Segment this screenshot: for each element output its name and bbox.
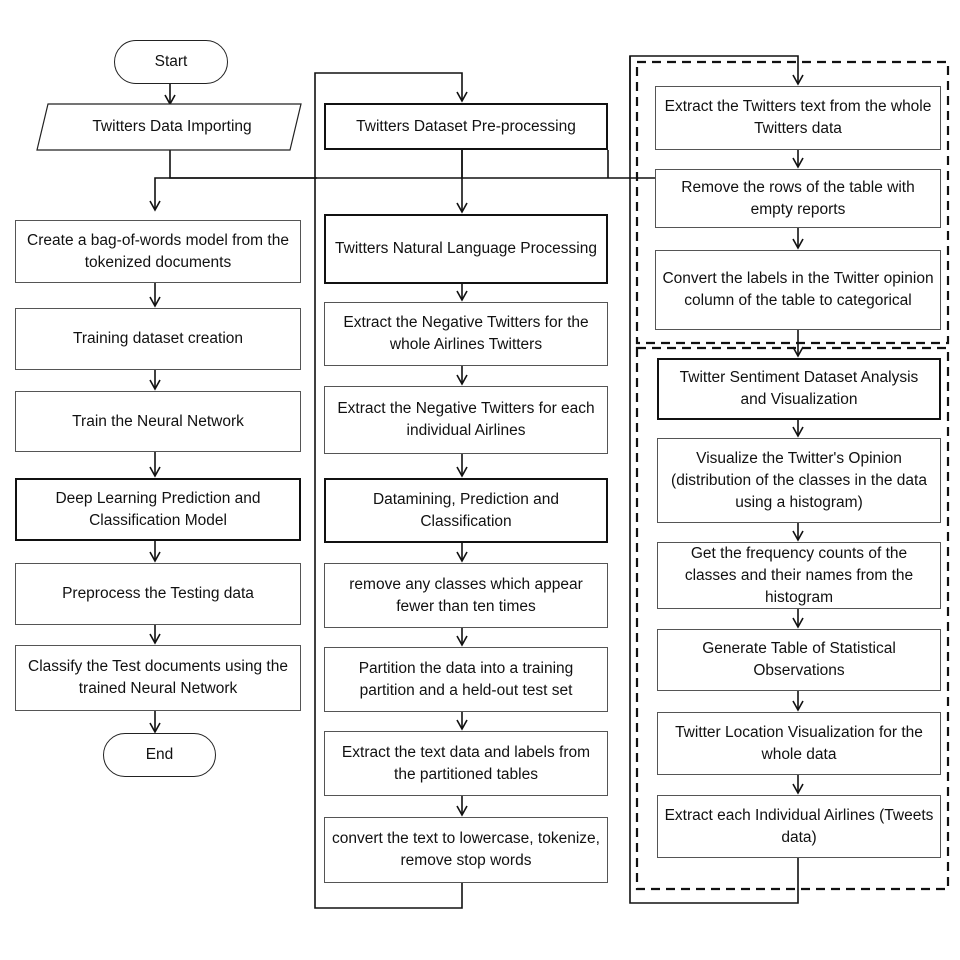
datamining-box: Datamining, Prediction and Classificatio… (324, 478, 608, 543)
convert-lowercase-box: convert the text to lowercase, tokenize,… (324, 817, 608, 883)
extract-text-box: Extract the Twitters text from the whole… (655, 86, 941, 150)
data-importing-shape (36, 103, 302, 151)
nlp-box: Twitters Natural Language Processing (324, 214, 608, 284)
convert-labels-box: Convert the labels in the Twitter opinio… (655, 250, 941, 330)
training-creation-box: Training dataset creation (15, 308, 301, 370)
start-terminator: Start (114, 40, 228, 84)
classify-test-box: Classify the Test documents using the tr… (15, 645, 301, 711)
start-label: Start (154, 53, 188, 70)
preprocessing-box: Twitters Dataset Pre-processing (324, 103, 608, 150)
dl-model-box: Deep Learning Prediction and Classificat… (15, 478, 301, 541)
dashed-group-preprocessing (635, 60, 950, 345)
data-importing-label: Twitters Data Importing (92, 118, 252, 135)
sentiment-box: Twitter Sentiment Dataset Analysis and V… (657, 358, 941, 420)
extract-neg-each-box: Extract the Negative Twitters for each i… (324, 386, 608, 454)
remove-rows-box: Remove the rows of the table with empty … (655, 169, 941, 228)
partition-box: Partition the data into a training parti… (324, 647, 608, 712)
train-nn-box: Train the Neural Network (15, 391, 301, 452)
preprocess-test-box: Preprocess the Testing data (15, 563, 301, 625)
freq-counts-box: Get the frequency counts of the classes … (657, 542, 941, 609)
remove-classes-box: remove any classes which appear fewer th… (324, 563, 608, 628)
extract-neg-whole-box: Extract the Negative Twitters for the wh… (324, 302, 608, 366)
extract-airlines-box: Extract each Individual Airlines (Tweets… (657, 795, 941, 858)
visualize-opinion-box: Visualize the Twitter's Opinion (distrib… (657, 438, 941, 523)
end-label: End (145, 746, 174, 763)
location-vis-box: Twitter Location Visualization for the w… (657, 712, 941, 775)
bag-of-words-box: Create a bag-of-words model from the tok… (15, 220, 301, 283)
end-terminator: End (103, 733, 216, 777)
extract-text-labels-box: Extract the text data and labels from th… (324, 731, 608, 796)
stat-table-box: Generate Table of Statistical Observatio… (657, 629, 941, 691)
